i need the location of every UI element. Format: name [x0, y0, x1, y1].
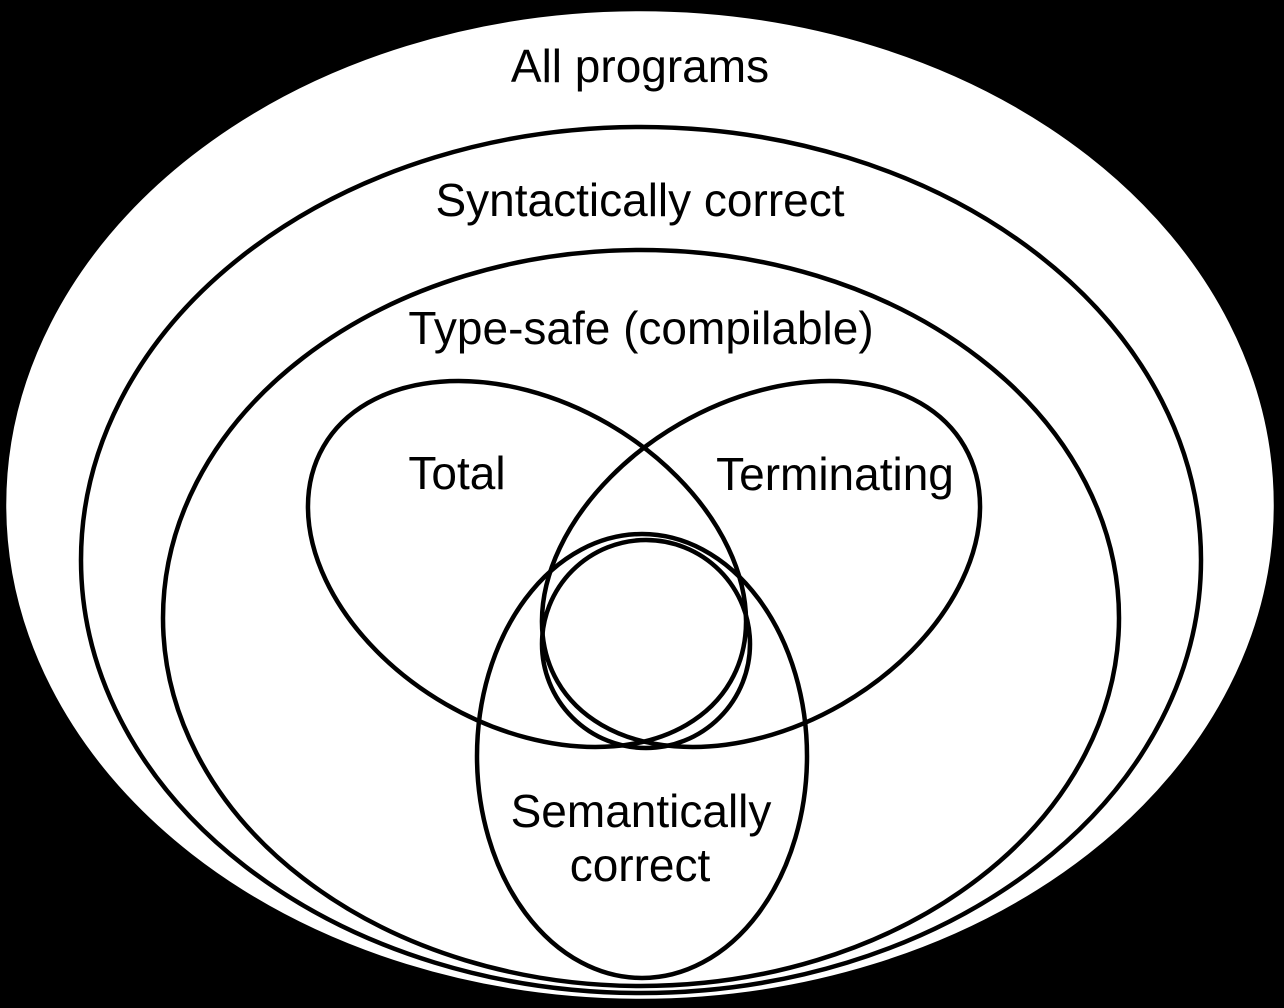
- terminating-label: Terminating: [716, 448, 954, 500]
- semantically-correct-label-line1: Semantically: [511, 785, 772, 837]
- semantically-correct-ellipse: [474, 531, 810, 981]
- syntactically-correct-label: Syntactically correct: [435, 174, 844, 226]
- semantically-correct-label-line2: correct: [570, 839, 711, 891]
- total-ellipse: [305, 378, 749, 750]
- total-label: Total: [408, 447, 505, 499]
- type-safe-ellipse: [160, 247, 1122, 989]
- all-programs-label: All programs: [511, 40, 769, 92]
- center-intersection-circle: [539, 537, 753, 751]
- type-safe-label: Type-safe (compilable): [408, 302, 873, 354]
- terminating-ellipse: [539, 378, 983, 750]
